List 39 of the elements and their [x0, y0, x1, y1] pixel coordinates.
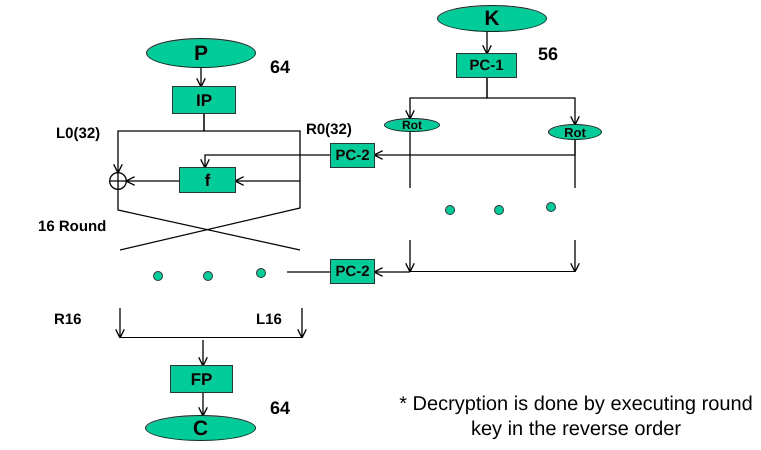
- oval-node: Rot: [548, 124, 602, 140]
- process-box: f: [179, 167, 236, 193]
- arrow: [373, 266, 410, 278]
- oval-node: P: [146, 38, 256, 68]
- arrow: [196, 68, 206, 88]
- arrow: [200, 154, 330, 169]
- arrow: [114, 308, 126, 339]
- process-box: PC-1: [456, 53, 517, 78]
- bit-label: R16: [54, 311, 82, 328]
- bit-label: R0(32): [306, 121, 352, 138]
- bit-label: 64: [270, 57, 290, 78]
- arrow: [125, 176, 179, 186]
- bit-label: L16: [256, 311, 282, 328]
- arrow: [198, 340, 208, 367]
- bit-label: 16 Round: [38, 218, 106, 235]
- oval-node: C: [145, 415, 256, 441]
- arrow: [482, 32, 492, 55]
- junction-line: [120, 337, 302, 339]
- bit-label: 64: [270, 398, 290, 419]
- process-box: IP: [172, 86, 236, 114]
- oval-node: K: [437, 5, 547, 32]
- xor-symbol: [109, 172, 127, 190]
- connector-line: [409, 132, 411, 188]
- junction-line: [410, 271, 575, 273]
- process-box: PC-2: [330, 259, 375, 284]
- arrow: [198, 393, 208, 417]
- arrow: [570, 240, 580, 273]
- note-text: * Decryption is done by executing round key in the reverse order: [398, 392, 754, 442]
- process-box: PC-2: [330, 143, 375, 168]
- oval-node: Rot: [384, 118, 440, 132]
- process-box: FP: [170, 365, 233, 393]
- arrow: [203, 114, 301, 186]
- arrow: [404, 240, 416, 273]
- arrow: [486, 78, 580, 126]
- bit-label: L0(32): [56, 125, 100, 142]
- bit-label: 56: [538, 44, 558, 65]
- arrow: [296, 308, 308, 339]
- connector-line: [287, 271, 330, 273]
- connector-line: [574, 140, 576, 188]
